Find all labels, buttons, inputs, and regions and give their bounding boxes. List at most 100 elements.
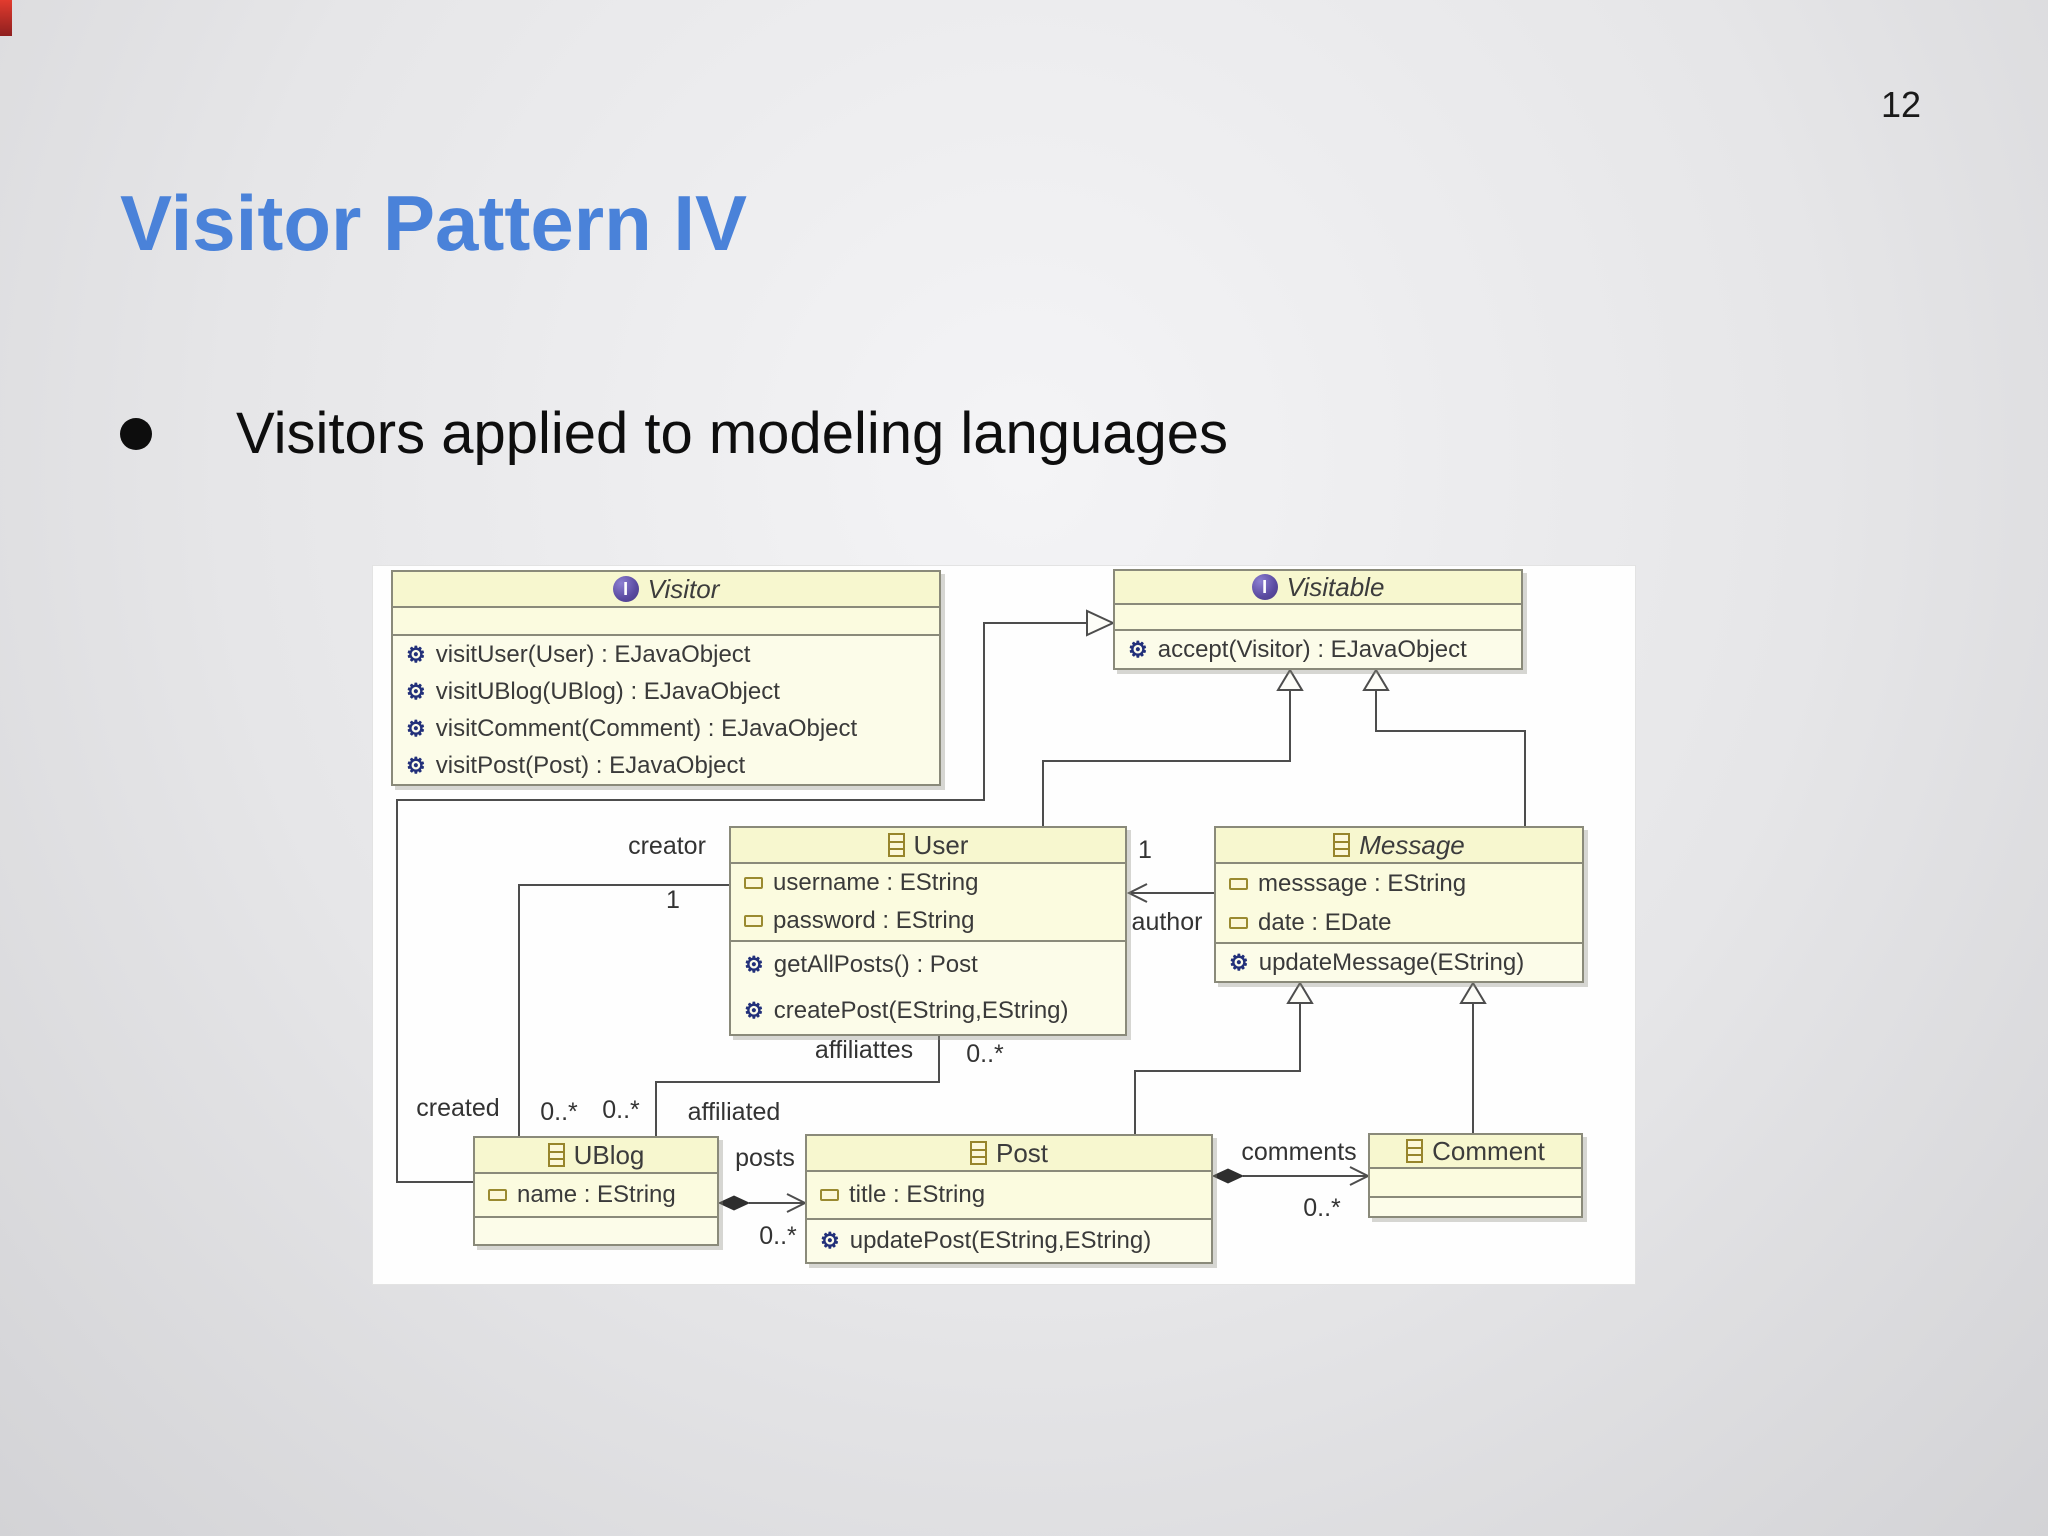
operation-text: updateMessage(EString) — [1258, 948, 1525, 976]
role-label-creator: creator — [628, 832, 706, 860]
operations-compartment — [475, 1218, 717, 1244]
attribute-row: date : EDate — [1216, 909, 1582, 937]
multiplicity-created: 0..* — [540, 1098, 578, 1126]
multiplicity-creator: 1 — [666, 886, 680, 914]
multiplicity-author: 1 — [1138, 836, 1152, 864]
class-name: Visitable — [1286, 571, 1385, 602]
operation-icon: ⚙ — [744, 998, 764, 1023]
class-user-header: User — [731, 828, 1125, 864]
operations-compartment — [1370, 1198, 1581, 1216]
attributes-compartment — [393, 608, 939, 636]
association-creator — [518, 884, 729, 1136]
operation-row: ⚙ updatePost(EString,EString) — [807, 1227, 1211, 1255]
operation-text: updatePost(EString,EString) — [849, 1227, 1152, 1254]
diagram-edges — [396, 609, 1526, 1213]
page-number: 12 — [1880, 84, 1922, 125]
class-name: Comment — [1432, 1135, 1545, 1166]
operation-text: visitUser(User) : EJavaObject — [435, 640, 751, 668]
operation-icon: ⚙ — [406, 678, 426, 704]
operation-row: ⚙ visitUser(User) : EJavaObject — [393, 641, 939, 669]
operations-compartment: ⚙ visitUser(User) : EJavaObject ⚙ visitUBl… — [393, 636, 939, 784]
class-ublog: UBlog name : EString — [473, 1136, 719, 1246]
class-icon — [1333, 833, 1351, 857]
class-visitable: I Visitable ⚙accept(Visitor) : EJavaObje… — [1113, 569, 1523, 670]
attributes-compartment: name : EString — [475, 1174, 717, 1218]
class-message-header: Message — [1216, 828, 1582, 864]
class-post-header: Post — [807, 1136, 1211, 1172]
class-comment-header: Comment — [1370, 1135, 1581, 1169]
operations-compartment: ⚙accept(Visitor) : EJavaObject — [1115, 631, 1521, 668]
class-ublog-header: UBlog — [475, 1138, 717, 1174]
operation-text: visitUBlog(UBlog) : EJavaObject — [435, 677, 780, 705]
multiplicity-affiliated: 0..* — [602, 1096, 640, 1124]
operation-row: ⚙ getAllPosts() : Post — [731, 951, 1125, 979]
class-name: Visitor — [647, 573, 720, 604]
operations-compartment: ⚙ getAllPosts() : Post ⚙ createPost(EStrin… — [731, 942, 1125, 1034]
generalization-message-visitable — [1375, 690, 1526, 826]
operation-icon: ⚙ — [744, 952, 764, 977]
operations-compartment: ⚙ updateMessage(EString) — [1216, 944, 1582, 981]
operation-text: createPost(EString,EString) — [773, 997, 1069, 1024]
operation-text: getAllPosts() : Post — [773, 951, 978, 978]
bullet-icon — [120, 417, 152, 450]
class-message: Message messsage : EString date : EDate … — [1214, 826, 1584, 983]
role-label-posts: posts — [735, 1144, 795, 1172]
generalization-post-message — [1134, 1003, 1301, 1134]
operation-row: ⚙ createPost(EString,EString) — [731, 997, 1125, 1025]
realization-ublog-visitable — [396, 622, 1087, 1183]
operation-icon: ⚙ — [1229, 949, 1249, 975]
attribute-text: name : EString — [517, 1181, 676, 1208]
generalization-arrow-icon — [1286, 981, 1314, 1004]
attributes-compartment — [1370, 1169, 1581, 1198]
operation-row: ⚙ updateMessage(EString) — [1216, 949, 1582, 977]
class-visitor: I Visitor ⚙ visitUser(User) : EJavaObject… — [391, 570, 941, 786]
role-label-affiliattes: affiliattes — [814, 1036, 914, 1064]
class-name: Post — [995, 1137, 1049, 1168]
attribute-icon — [744, 915, 763, 927]
operation-icon: ⚙ — [820, 1228, 840, 1253]
generalization-arrow-icon — [1276, 668, 1304, 691]
class-name: Message — [1359, 829, 1465, 860]
operation-icon: ⚙ — [406, 752, 426, 778]
class-visitor-header: I Visitor — [393, 572, 939, 608]
attribute-text: username : EString — [773, 869, 979, 896]
operation-row: ⚙visitPost(Post) : EJavaObject — [393, 752, 939, 780]
attribute-text: title : EString — [849, 1181, 986, 1208]
class-icon — [887, 833, 905, 857]
class-icon — [1406, 1139, 1424, 1163]
attributes-compartment: title : EString — [807, 1172, 1211, 1220]
operation-row: ⚙accept(Visitor) : EJavaObject — [1115, 636, 1521, 664]
role-label-comments: comments — [1241, 1138, 1357, 1166]
class-icon — [547, 1143, 565, 1167]
generalization-arrow-icon — [1362, 668, 1390, 691]
role-label-created: created — [416, 1094, 500, 1122]
class-name: User — [913, 829, 969, 860]
open-arrow-icon — [1126, 883, 1148, 903]
class-comment: Comment — [1368, 1133, 1583, 1218]
attribute-row: name : EString — [475, 1181, 717, 1209]
class-user: User username : EString password : EStri… — [729, 826, 1127, 1036]
generalization-user-visitable — [1042, 690, 1291, 826]
uml-diagram: I Visitor ⚙ visitUser(User) : EJavaObject… — [372, 565, 1636, 1285]
attribute-icon — [488, 1189, 507, 1201]
interface-icon: I — [1251, 574, 1278, 600]
attribute-row: password : EString — [731, 907, 1125, 935]
attribute-text: password : EString — [773, 907, 975, 934]
class-name: UBlog — [573, 1139, 645, 1170]
attributes-compartment: username : EString password : EString — [731, 864, 1125, 942]
class-post: Post title : EString ⚙ updatePost(EString… — [805, 1134, 1213, 1264]
operations-compartment: ⚙ updatePost(EString,EString) — [807, 1220, 1211, 1262]
composition-diamond-icon — [1211, 1168, 1245, 1184]
generalization-arrow-icon — [1086, 609, 1116, 637]
multiplicity-posts: 0..* — [759, 1222, 797, 1250]
attribute-icon — [1229, 916, 1248, 929]
role-label-author: author — [1131, 908, 1203, 936]
operation-text: visitComment(Comment) : EJavaObject — [435, 714, 858, 742]
slide-corner-mark — [0, 0, 12, 36]
operation-row: ⚙visitComment(Comment) : EJavaObject — [393, 715, 939, 743]
class-visitable-header: I Visitable — [1115, 571, 1521, 605]
attribute-icon — [1229, 877, 1248, 890]
operation-icon: ⚙ — [406, 641, 426, 667]
attribute-icon — [744, 877, 763, 889]
attribute-row: messsage : EString — [1216, 870, 1582, 898]
